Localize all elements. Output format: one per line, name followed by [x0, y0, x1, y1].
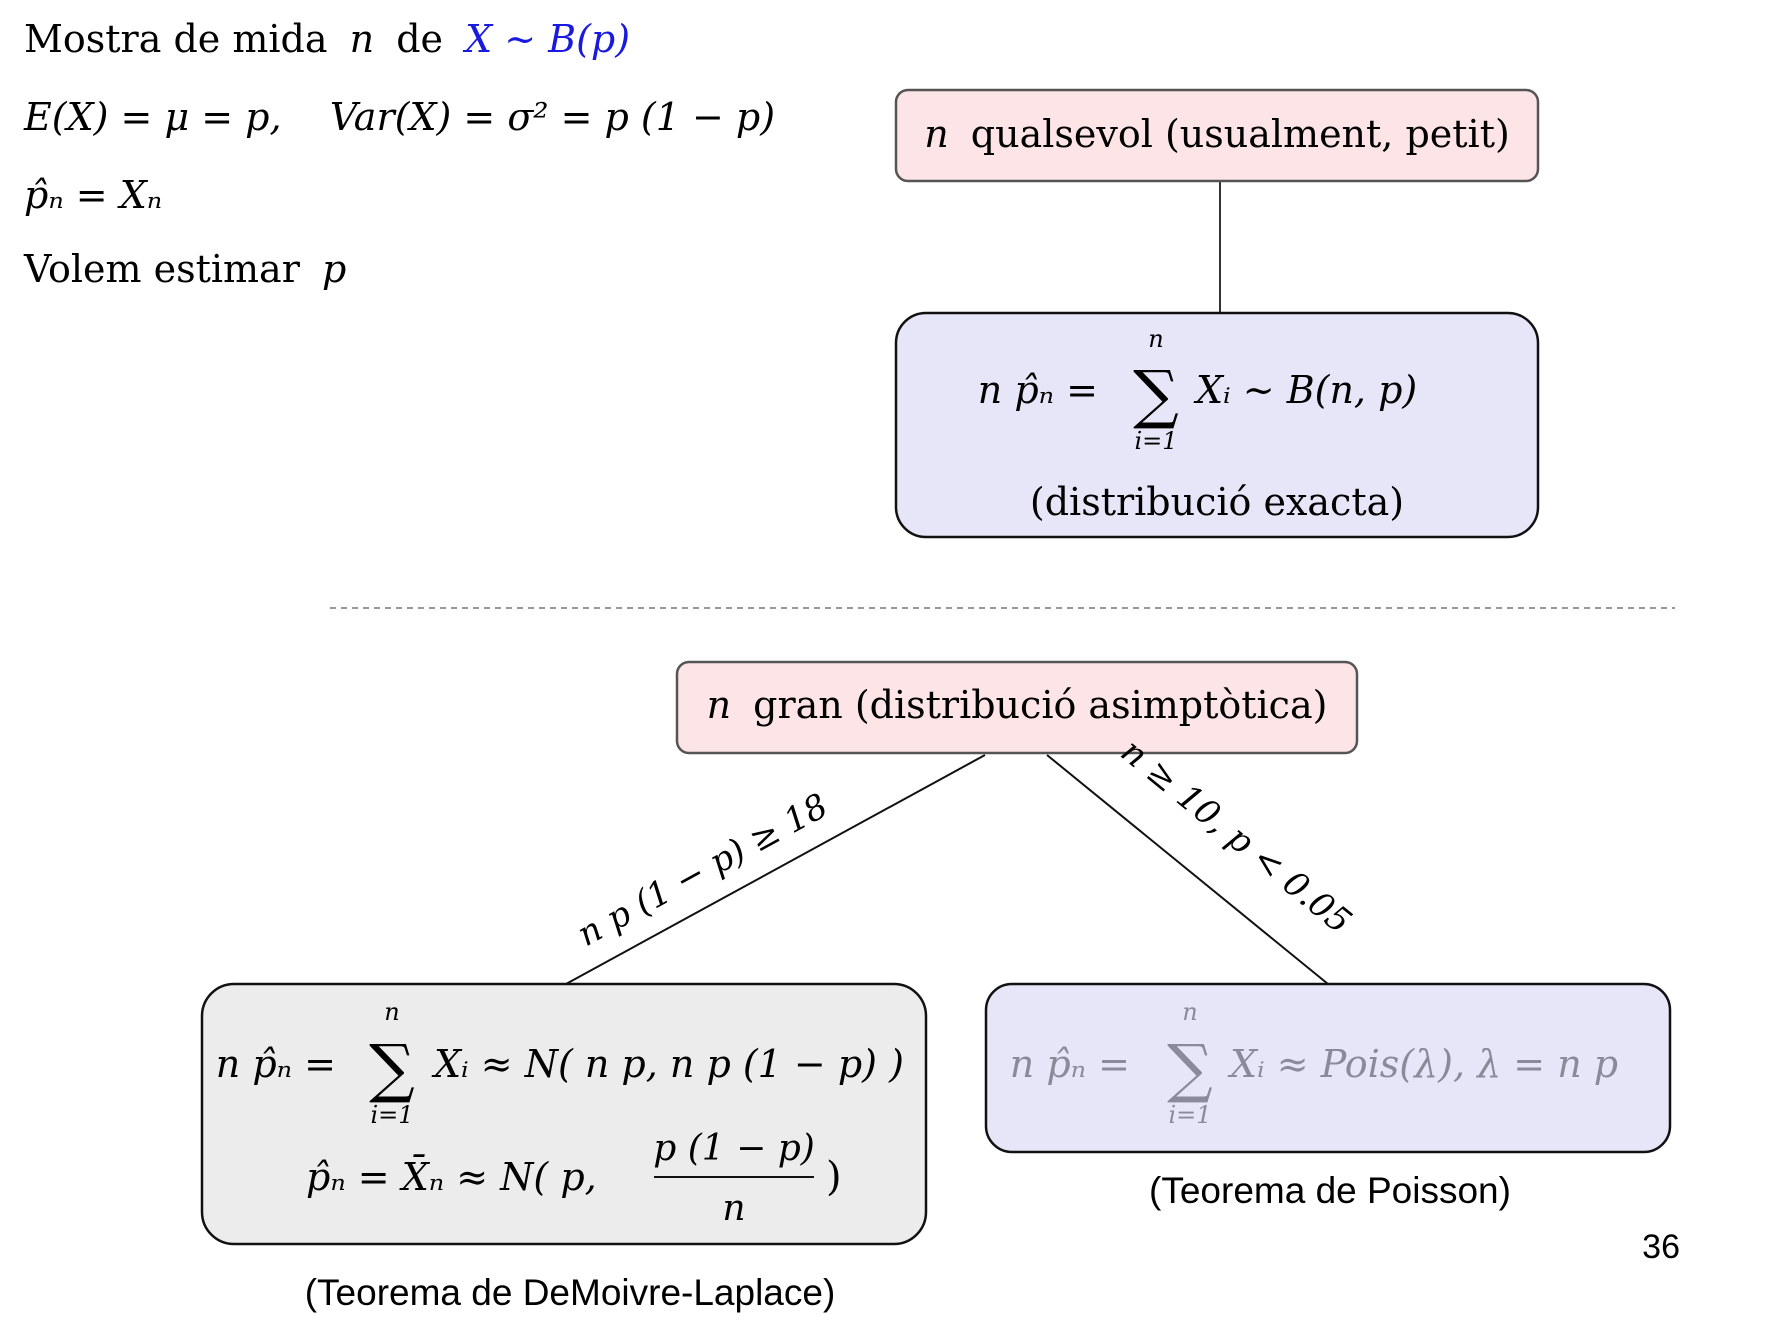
normal-formula2-left: p̂ₙ = X̄ₙ ≈ N( p, — [306, 1155, 597, 1199]
poisson-formula-left: n p̂ₙ = — [1010, 1042, 1130, 1086]
normal-sum-top: n — [384, 998, 399, 1026]
exact-formula-right: Xᵢ ∼ B(n, p) — [1193, 368, 1417, 412]
normal-formula2-close: ) — [826, 1154, 842, 1200]
normal-formula1-right: Xᵢ ≈ N( n p, n p (1 − p) ) — [431, 1042, 904, 1086]
page-number: 36 — [1642, 1228, 1680, 1266]
edge-to-normal — [565, 754, 986, 985]
normal-approx-box: n p̂ₙ = n ∑ i=1 Xᵢ ≈ N( n p, n p (1 − p)… — [200, 982, 928, 1246]
header-line-2: E(X) = μ = p, Var(X) = σ² = p (1 − p) — [23, 95, 775, 139]
exact-formula-left: n p̂ₙ = — [978, 368, 1098, 412]
header-line-3: p̂ₙ = Xₙ — [24, 173, 162, 217]
large-n-label-box: n gran (distribució asimptòtica) — [675, 660, 1359, 755]
edge-to-poisson — [1046, 754, 1329, 985]
header-line-1: Mostra de mida n de X ∼ B(p) — [24, 17, 630, 61]
normal-caption: (Teorema de DeMoivre-Laplace) — [305, 1272, 836, 1313]
exact-sum-sigma: ∑ — [1133, 358, 1179, 432]
condition-normal: n p (1 − p) ≥ 18 — [571, 786, 835, 955]
exact-caption: (distribució exacta) — [1030, 480, 1404, 524]
small-n-label-box: n qualsevol (usualment, petit) — [894, 88, 1540, 183]
exact-distribution-box: n p̂ₙ = n ∑ i=1 Xᵢ ∼ B(n, p) (distribuci… — [894, 311, 1540, 539]
header-distribution: X ∼ B(p) — [462, 17, 630, 61]
normal-sum-sigma: ∑ — [369, 1032, 415, 1106]
normal-fraction-den: n — [722, 1188, 745, 1229]
poisson-formula-right: Xᵢ ≈ Pois(λ), λ = n p — [1227, 1042, 1618, 1086]
exact-sum-top: n — [1148, 325, 1163, 353]
poisson-sum-sigma: ∑ — [1167, 1032, 1213, 1106]
poisson-approx-box: n p̂ₙ = n ∑ i=1 Xᵢ ≈ Pois(λ), λ = n p — [984, 982, 1672, 1154]
poisson-sum-bottom: i=1 — [1168, 1101, 1211, 1129]
exact-sum-bottom: i=1 — [1134, 427, 1177, 455]
svg-text:n qualsevol (usualment,: n qualsevol (usualment, petit) — [924, 112, 1510, 156]
normal-fraction-num: p (1 − p) — [653, 1128, 815, 1169]
normal-sum-bottom: i=1 — [370, 1101, 413, 1129]
poisson-sum-top: n — [1182, 998, 1197, 1026]
svg-text:n gran (distribució asim: n gran (distribució asimptòtica) — [707, 683, 1328, 727]
normal-formula1-left: n p̂ₙ = — [216, 1042, 336, 1086]
header-line-4: Volem estimar p — [23, 247, 346, 291]
poisson-caption: (Teorema de Poisson) — [1149, 1170, 1511, 1211]
